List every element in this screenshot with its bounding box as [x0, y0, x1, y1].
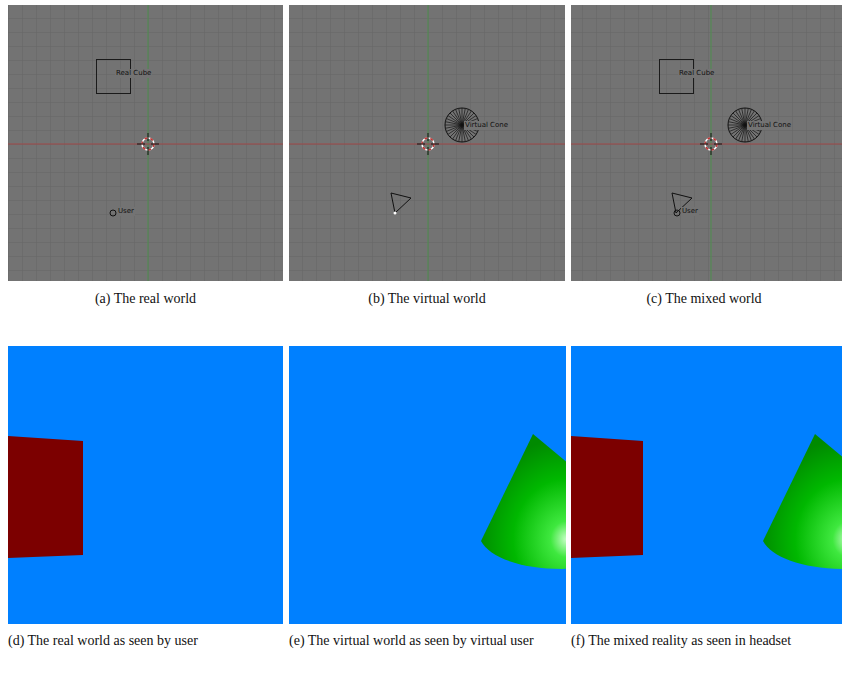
object-label: User: [681, 207, 699, 216]
object-label: Virtual Cone: [747, 121, 792, 130]
render-f: [571, 346, 842, 624]
grid-view-b: [289, 5, 565, 281]
object-label: Virtual Cone: [464, 121, 509, 130]
object-label: Real Cube: [678, 69, 715, 78]
subfigure-caption: (e) The virtual world as seen by virtual…: [289, 632, 539, 649]
subfigure-caption: (f) The mixed reality as seen in headset: [571, 632, 821, 649]
subfigure-caption: (d) The real world as seen by user: [8, 632, 258, 649]
render-e: [289, 346, 566, 624]
grid-view-a: [8, 5, 283, 281]
subfigure-caption: (b) The virtual world: [289, 290, 565, 307]
render-d: [8, 346, 283, 624]
object-label: Real Cube: [115, 69, 152, 78]
subfigure-caption: (a) The real world: [8, 290, 283, 307]
subfigure-caption: (c) The mixed world: [571, 290, 837, 307]
grid-view-c: [571, 5, 842, 281]
object-label: User: [117, 207, 135, 216]
